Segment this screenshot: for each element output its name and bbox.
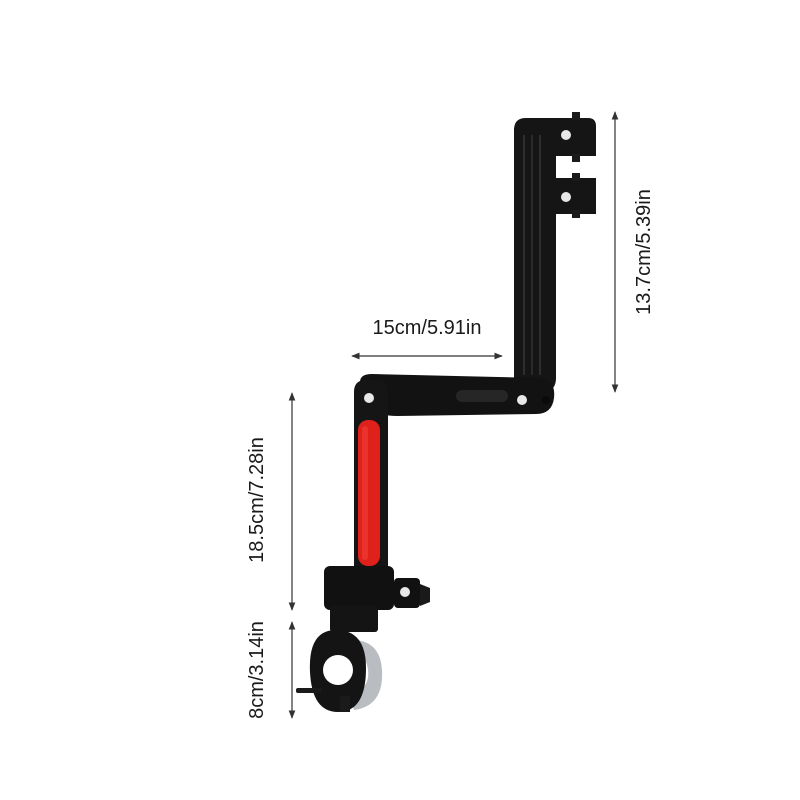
middle-top-pivot — [364, 393, 374, 403]
lower-fork-hole — [561, 192, 571, 202]
top-mounting-plate — [514, 112, 596, 392]
lower-joint — [324, 566, 430, 632]
middle-vertical-arm — [354, 380, 388, 570]
top-height-label: 13.7cm/5.39in — [633, 189, 655, 315]
lower-joint-bolt — [400, 587, 410, 597]
clamp-height-label: 8cm/3.14in — [246, 621, 268, 719]
middle-height-label: 18.5cm/7.28in — [246, 437, 268, 563]
horizontal-arm — [360, 374, 555, 416]
handlebar-clamp — [296, 630, 383, 712]
arm-right-pivot — [517, 395, 527, 405]
red-accent-strip — [358, 420, 380, 566]
top-fork-hole — [561, 130, 571, 140]
arm-width-label: 15cm/5.91in — [372, 317, 482, 339]
